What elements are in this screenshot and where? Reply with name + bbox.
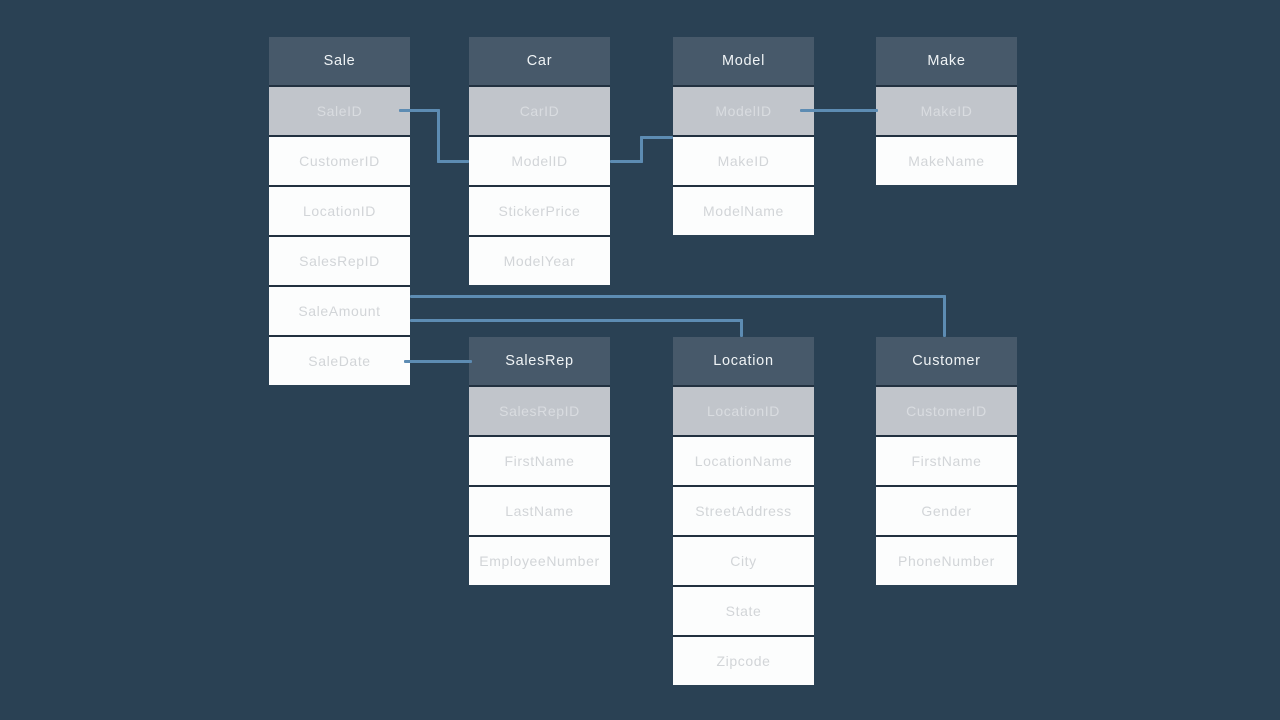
table-location-title: Location [673,337,814,385]
connector-saleid-car-h2 [437,160,469,163]
field-car-modelid: ModelID [469,135,610,185]
field-car-stickerprice: StickerPrice [469,185,610,235]
field-customer-gender: Gender [876,485,1017,535]
table-model-title: Model [673,37,814,85]
field-sale-saledate: SaleDate [269,335,410,385]
table-make: Make MakeID MakeName [876,37,1017,185]
table-sale-title: Sale [269,37,410,85]
field-location-streetaddress: StreetAddress [673,485,814,535]
connector-sale-customer-h [410,295,946,298]
table-sale: Sale SaleID CustomerID LocationID SalesR… [269,37,410,385]
field-sale-saleid: SaleID [269,85,410,135]
field-location-zipcode: Zipcode [673,635,814,685]
field-model-modelid: ModelID [673,85,814,135]
field-sale-salesrepid: SalesRepID [269,235,410,285]
field-model-makeid: MakeID [673,135,814,185]
field-customer-phonenumber: PhoneNumber [876,535,1017,585]
field-salesrep-firstname: FirstName [469,435,610,485]
field-make-makeid: MakeID [876,85,1017,135]
field-salesrep-employeenumber: EmployeeNumber [469,535,610,585]
field-location-state: State [673,585,814,635]
table-customer: Customer CustomerID FirstName Gender Pho… [876,337,1017,585]
connector-saleid-car-v [437,109,440,163]
table-salesrep: SalesRep SalesRepID FirstName LastName E… [469,337,610,585]
connector-car-model-h2 [640,136,673,139]
table-car: Car CarID ModelID StickerPrice ModelYear [469,37,610,285]
field-location-locationid: LocationID [673,385,814,435]
table-make-title: Make [876,37,1017,85]
connector-saleid-car-h1 [399,109,440,112]
connector-car-model-h1 [610,160,643,163]
connector-sale-location-v [740,319,743,337]
table-car-title: Car [469,37,610,85]
connector-sale-location-h [410,319,743,322]
connector-car-model-v [640,136,643,163]
connector-sale-customer-v [943,295,946,337]
field-sale-customerid: CustomerID [269,135,410,185]
table-salesrep-title: SalesRep [469,337,610,385]
field-make-makename: MakeName [876,135,1017,185]
field-salesrep-salesrepid: SalesRepID [469,385,610,435]
field-sale-locationid: LocationID [269,185,410,235]
field-car-modelyear: ModelYear [469,235,610,285]
table-location: Location LocationID LocationName StreetA… [673,337,814,685]
field-customer-firstname: FirstName [876,435,1017,485]
field-salesrep-lastname: LastName [469,485,610,535]
field-location-locationname: LocationName [673,435,814,485]
connector-sale-salesrep-h [404,360,472,363]
connector-model-make-h [800,109,878,112]
table-model: Model ModelID MakeID ModelName [673,37,814,235]
field-location-city: City [673,535,814,585]
field-model-modelname: ModelName [673,185,814,235]
table-customer-title: Customer [876,337,1017,385]
field-sale-saleamount: SaleAmount [269,285,410,335]
field-customer-customerid: CustomerID [876,385,1017,435]
field-car-carid: CarID [469,85,610,135]
